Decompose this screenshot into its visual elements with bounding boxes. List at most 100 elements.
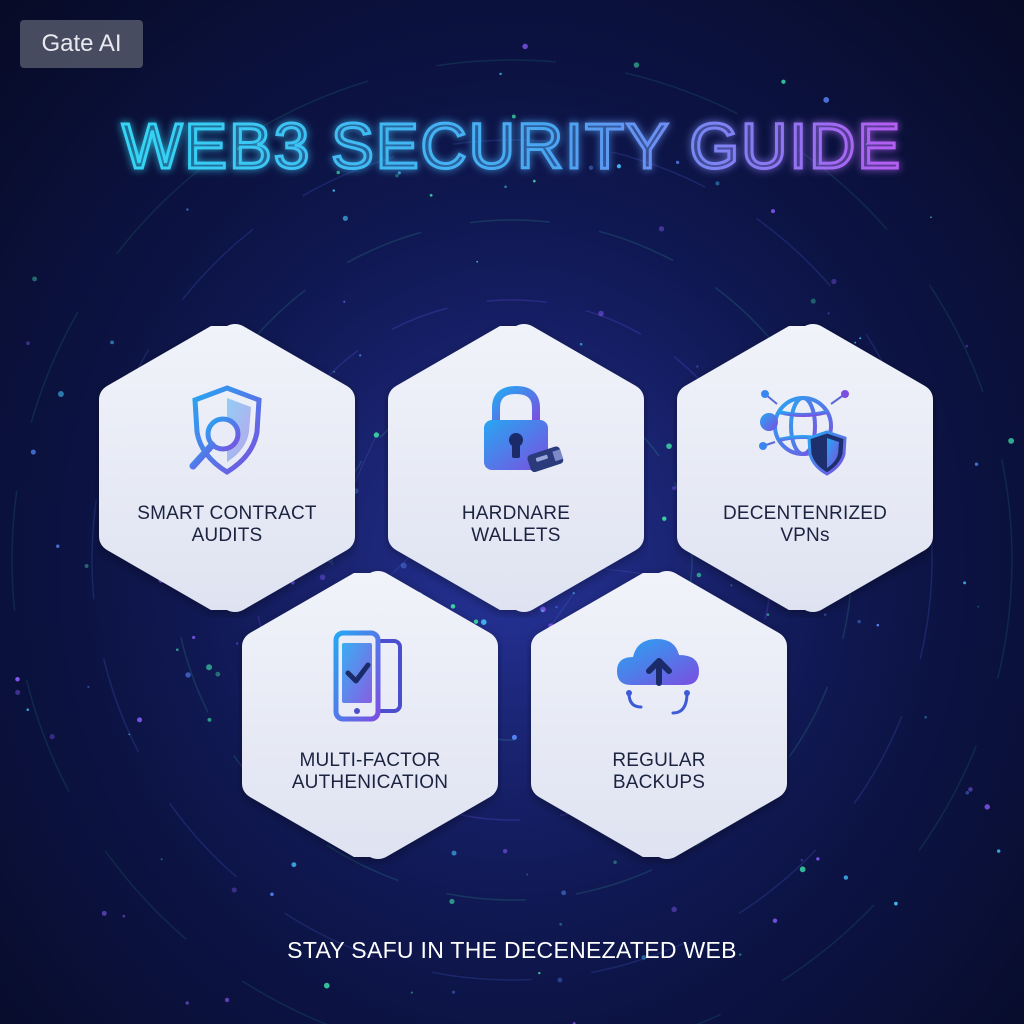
network-node bbox=[32, 276, 38, 282]
network-node bbox=[291, 862, 297, 868]
network-node bbox=[799, 866, 806, 873]
card-label-line1: HARDNARE bbox=[461, 503, 571, 524]
network-node bbox=[476, 260, 479, 263]
network-node bbox=[332, 189, 335, 192]
network-node bbox=[715, 181, 720, 186]
network-node bbox=[26, 708, 30, 712]
card-label-line1: MULTI-FACTOR bbox=[299, 750, 441, 771]
network-node bbox=[101, 910, 107, 916]
network-node bbox=[730, 584, 733, 587]
hexagon-tile bbox=[677, 324, 933, 612]
network-node bbox=[400, 562, 407, 569]
network-node bbox=[26, 341, 30, 346]
card-label: SMART CONTRACT AUDITS bbox=[117, 503, 337, 547]
network-node bbox=[572, 592, 575, 595]
globe-shield-icon bbox=[759, 390, 849, 476]
network-node bbox=[429, 193, 433, 197]
card-label: MULTI-FACTOR AUTHENICATION bbox=[260, 750, 480, 794]
network-node bbox=[137, 717, 143, 723]
card-label-line1: REGULAR bbox=[612, 750, 706, 771]
network-node bbox=[613, 860, 617, 864]
network-node bbox=[831, 278, 837, 285]
network-node bbox=[185, 1001, 189, 1005]
network-node bbox=[231, 887, 237, 893]
network-node bbox=[122, 914, 126, 918]
network-node bbox=[522, 43, 528, 50]
card-smart-contract-audits[interactable]: SMART CONTRACT AUDITS bbox=[95, 318, 359, 618]
network-node bbox=[696, 365, 699, 368]
network-node bbox=[559, 922, 562, 926]
card-label-line2: BACKUPS bbox=[612, 772, 706, 793]
network-node bbox=[15, 676, 20, 682]
network-node bbox=[270, 892, 274, 897]
network-node bbox=[823, 97, 830, 103]
network-node bbox=[800, 858, 803, 862]
network-node bbox=[57, 391, 64, 397]
network-node bbox=[451, 990, 456, 994]
network-node bbox=[965, 790, 970, 795]
network-node bbox=[974, 462, 979, 466]
card-label: HARDNARE WALLETS bbox=[406, 503, 626, 547]
network-node bbox=[192, 635, 196, 640]
network-node bbox=[810, 298, 816, 304]
card-hardware-wallets[interactable]: HARDNARE WALLETS bbox=[384, 318, 648, 618]
network-node bbox=[206, 664, 213, 671]
network-node bbox=[410, 991, 414, 994]
network-node bbox=[395, 173, 399, 178]
card-decentralized-vpns[interactable]: DECENTENRIZED VPNs bbox=[673, 318, 937, 618]
network-node bbox=[766, 613, 770, 616]
phone-check-icon bbox=[333, 630, 402, 722]
network-node bbox=[641, 955, 647, 960]
network-node bbox=[557, 977, 563, 983]
network-node bbox=[511, 114, 516, 119]
network-node bbox=[561, 890, 567, 896]
network-node bbox=[87, 685, 90, 688]
network-node bbox=[185, 672, 191, 678]
hexagon-tile bbox=[531, 571, 787, 859]
network-node bbox=[15, 689, 21, 695]
network-node bbox=[328, 560, 331, 563]
network-node bbox=[930, 216, 932, 219]
network-node bbox=[450, 604, 456, 609]
network-node bbox=[739, 953, 742, 956]
network-node bbox=[49, 734, 55, 740]
cloud-upload-icon bbox=[617, 639, 699, 715]
card-label-line2: AUDITS bbox=[191, 525, 263, 546]
footer-tagline: STAY SAFU IN THE DECENEZATED WEB bbox=[287, 937, 737, 963]
title-text: WEB3 SECURITY GUIDE bbox=[122, 110, 902, 182]
padlock-usb-icon bbox=[484, 385, 564, 473]
network-node bbox=[84, 564, 89, 568]
network-node bbox=[319, 574, 326, 581]
network-node bbox=[511, 734, 517, 740]
network-node bbox=[876, 623, 880, 627]
card-regular-backups[interactable]: REGULAR BACKUPS bbox=[527, 565, 791, 865]
network-node bbox=[397, 171, 401, 175]
network-node bbox=[854, 341, 857, 344]
network-node bbox=[823, 613, 827, 616]
network-node bbox=[499, 72, 502, 76]
network-node bbox=[675, 160, 680, 165]
network-node bbox=[633, 62, 640, 68]
network-node bbox=[176, 648, 179, 652]
network-node bbox=[30, 449, 36, 455]
network-node bbox=[555, 606, 558, 609]
hexagon-tile bbox=[99, 324, 355, 612]
network-node bbox=[843, 875, 849, 880]
card-multi-factor-authentication[interactable]: MULTI-FACTOR AUTHENICATION bbox=[238, 565, 502, 865]
network-node bbox=[671, 906, 677, 913]
network-node bbox=[480, 619, 487, 625]
network-node bbox=[449, 898, 455, 905]
network-node bbox=[977, 605, 980, 608]
network-node bbox=[658, 226, 665, 232]
network-node bbox=[224, 997, 230, 1003]
page-title: WEB3 SECURITY GUIDE bbox=[120, 109, 902, 184]
network-node bbox=[827, 312, 830, 315]
network-node bbox=[333, 370, 336, 373]
gate-ai-badge: Gate AI bbox=[20, 20, 143, 68]
network-node bbox=[963, 581, 967, 585]
network-node bbox=[343, 300, 346, 303]
card-label: REGULAR BACKUPS bbox=[549, 750, 769, 794]
network-node bbox=[857, 619, 861, 624]
network-node bbox=[336, 170, 340, 175]
